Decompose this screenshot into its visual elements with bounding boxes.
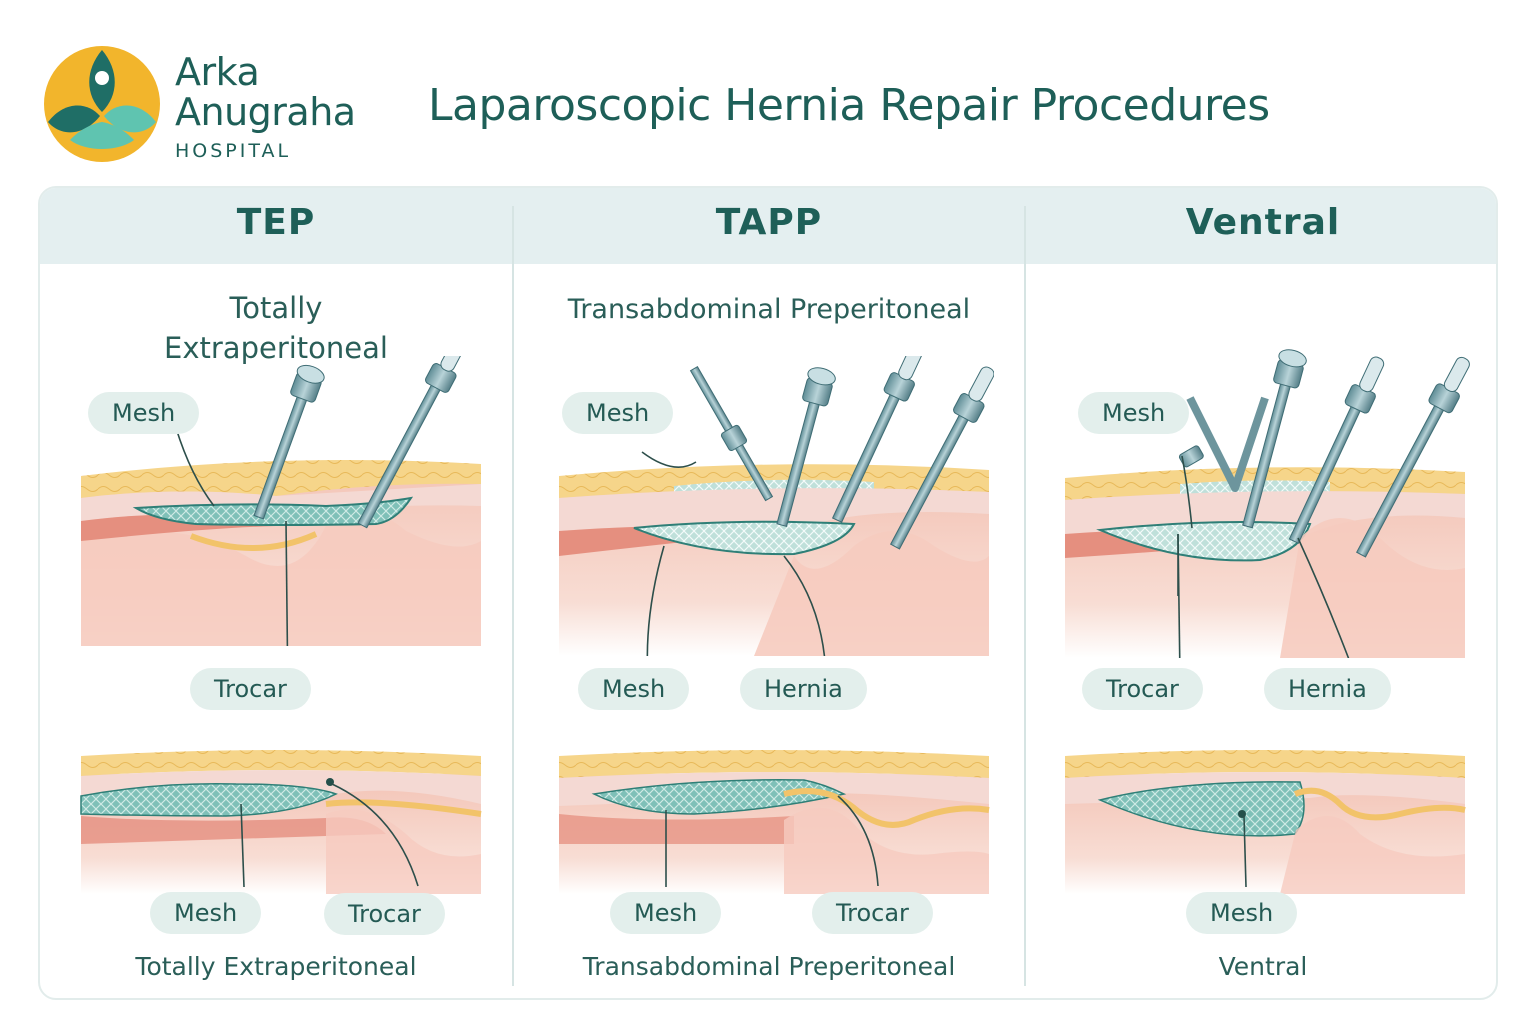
column-footer: Totally Extraperitoneal <box>135 952 417 981</box>
column-divider <box>512 206 514 986</box>
label-trocar: Trocar <box>812 892 933 934</box>
label-mesh: Mesh <box>88 392 200 434</box>
label-hernia: Hernia <box>1264 668 1391 710</box>
tep-result-diagram <box>80 750 482 894</box>
label-mesh: Mesh <box>1078 392 1190 434</box>
column-subtitle: Transabdominal Preperitoneal <box>567 294 971 325</box>
label-trocar: Trocar <box>1082 668 1203 710</box>
brand-line-3: HOSPITAL <box>175 140 292 162</box>
brand-line-1: Arka <box>175 50 260 94</box>
column-header: TAPP <box>715 202 823 243</box>
page-title: Laparoscopic Hernia Repair Procedures <box>428 80 1270 131</box>
tapp-laparoscopic-diagram <box>559 356 994 656</box>
label-hernia: Hernia <box>740 668 867 710</box>
column-footer: Transabdominal Preperitoneal <box>582 952 956 981</box>
tep-laparoscopic-diagram <box>81 356 481 646</box>
label-mesh: Mesh <box>578 668 690 710</box>
board-header-band <box>40 188 1496 264</box>
label-mesh: Mesh <box>562 392 674 434</box>
column-divider <box>1024 206 1026 986</box>
hospital-logo-icon <box>44 46 160 162</box>
label-trocar: Trocar <box>190 668 311 710</box>
tapp-result-diagram <box>559 750 990 894</box>
column-tapp: TAPP Transabdominal Preperitoneal <box>514 188 1024 998</box>
label-mesh: Mesh <box>610 892 722 934</box>
column-header: TEP <box>236 202 316 243</box>
brand-line-2: Anugraha <box>175 90 356 134</box>
column-header: Ventral <box>1185 202 1341 243</box>
column-subtitle-line-2: Extraperitoneal <box>164 331 388 365</box>
column-tep: TEP Totally Extraperitoneal <box>40 188 512 998</box>
column-ventral: Ventral <box>1026 188 1496 998</box>
column-footer: Ventral <box>1218 952 1308 981</box>
ventral-laparoscopic-diagram <box>1065 349 1470 658</box>
column-subtitle-line-1: Totally <box>229 291 323 325</box>
brand-name: Arka Anugraha HOSPITAL <box>175 52 356 162</box>
label-trocar: Trocar <box>324 893 445 935</box>
label-mesh: Mesh <box>1186 892 1298 934</box>
ventral-result-diagram <box>1065 750 1466 894</box>
label-mesh: Mesh <box>150 892 262 934</box>
procedure-board: TEP Totally Extraperitoneal <box>38 186 1498 1000</box>
